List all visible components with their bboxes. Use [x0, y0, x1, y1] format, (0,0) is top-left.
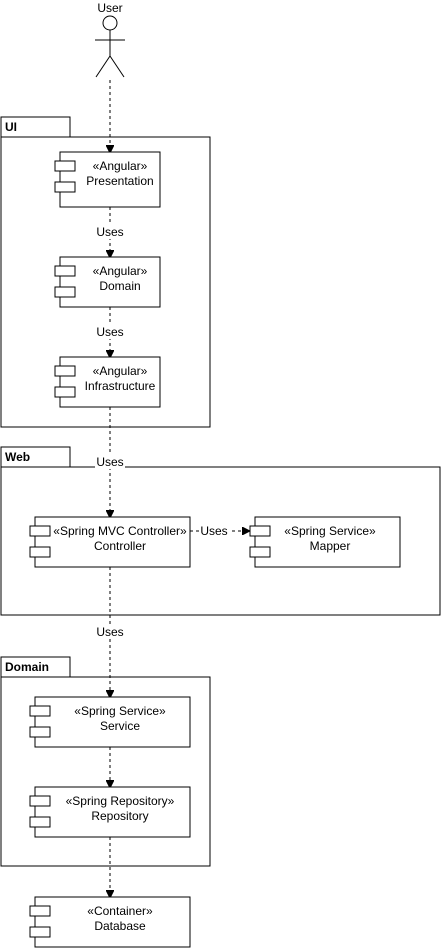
component-port-icon	[54, 386, 76, 398]
package-domain-title: Domain	[5, 660, 49, 674]
user-actor: User	[95, 1, 125, 78]
component-stereotype: «Container»	[87, 904, 153, 918]
component-port-icon	[29, 905, 51, 917]
component-ui-domain: «Angular» Domain	[54, 256, 161, 308]
component-port-icon	[29, 546, 51, 558]
edge-label-bg	[95, 325, 125, 339]
component-stereotype: «Angular»	[93, 264, 148, 278]
actor-head	[102, 15, 118, 31]
component-box	[34, 696, 191, 748]
component-port-icon	[29, 726, 51, 738]
component-repository: «Spring Repository» Repository	[29, 786, 191, 838]
component-name: Presentation	[86, 174, 153, 188]
component-stereotype: «Spring MVC Controller»	[53, 524, 187, 538]
actor-left-leg	[95, 55, 111, 78]
component-port-icon	[29, 705, 51, 717]
edge-label-bg	[95, 625, 125, 639]
component-name: Repository	[91, 809, 148, 823]
edge-label-bg	[95, 455, 125, 469]
package-web-title: Web	[5, 450, 30, 464]
component-box	[34, 786, 191, 838]
edge-label-uses: Uses	[200, 524, 227, 538]
component-name: Domain	[99, 279, 140, 293]
component-port-icon	[54, 181, 76, 193]
component-port-icon	[54, 265, 76, 277]
component-port-icon	[249, 525, 271, 537]
package-ui-title: UI	[5, 120, 17, 134]
component-port-icon	[29, 816, 51, 828]
component-port-icon	[54, 365, 76, 377]
component-box	[34, 516, 191, 568]
component-stereotype: «Angular»	[93, 159, 148, 173]
edge-label-uses: Uses	[96, 325, 123, 339]
component-port-icon	[54, 286, 76, 298]
component-service: «Spring Service» Service	[29, 696, 191, 748]
component-box	[59, 356, 161, 408]
edge-label-bg	[95, 225, 125, 239]
component-box	[34, 896, 191, 948]
user-label: User	[97, 1, 122, 15]
component-box	[59, 151, 161, 208]
edge-label-uses: Uses	[96, 455, 123, 469]
edge-label-bg	[199, 524, 229, 538]
component-box	[59, 256, 161, 308]
component-name: Mapper	[310, 539, 351, 553]
actor-right-leg	[109, 55, 125, 78]
component-name: Database	[94, 919, 146, 933]
edge-label-uses: Uses	[96, 625, 123, 639]
component-stereotype: «Spring Service»	[74, 704, 166, 718]
component-box	[254, 516, 401, 568]
component-port-icon	[249, 546, 271, 558]
component-controller: «Spring MVC Controller» Controller	[29, 516, 191, 568]
component-database: «Container» Database	[29, 896, 191, 948]
component-infrastructure: «Angular» Infrastructure	[54, 356, 161, 408]
component-name: Controller	[94, 539, 146, 553]
component-name: Service	[100, 719, 140, 733]
component-port-icon	[54, 160, 76, 172]
component-stereotype: «Angular»	[93, 364, 148, 378]
component-port-icon	[29, 795, 51, 807]
component-mapper: «Spring Service» Mapper	[249, 516, 401, 568]
component-port-icon	[29, 926, 51, 938]
component-stereotype: «Spring Repository»	[66, 794, 175, 808]
component-port-icon	[29, 525, 51, 537]
edge-label-uses: Uses	[96, 225, 123, 239]
component-presentation: «Angular» Presentation	[54, 151, 161, 208]
component-name: Infrastructure	[85, 379, 156, 393]
component-stereotype: «Spring Service»	[284, 524, 376, 538]
